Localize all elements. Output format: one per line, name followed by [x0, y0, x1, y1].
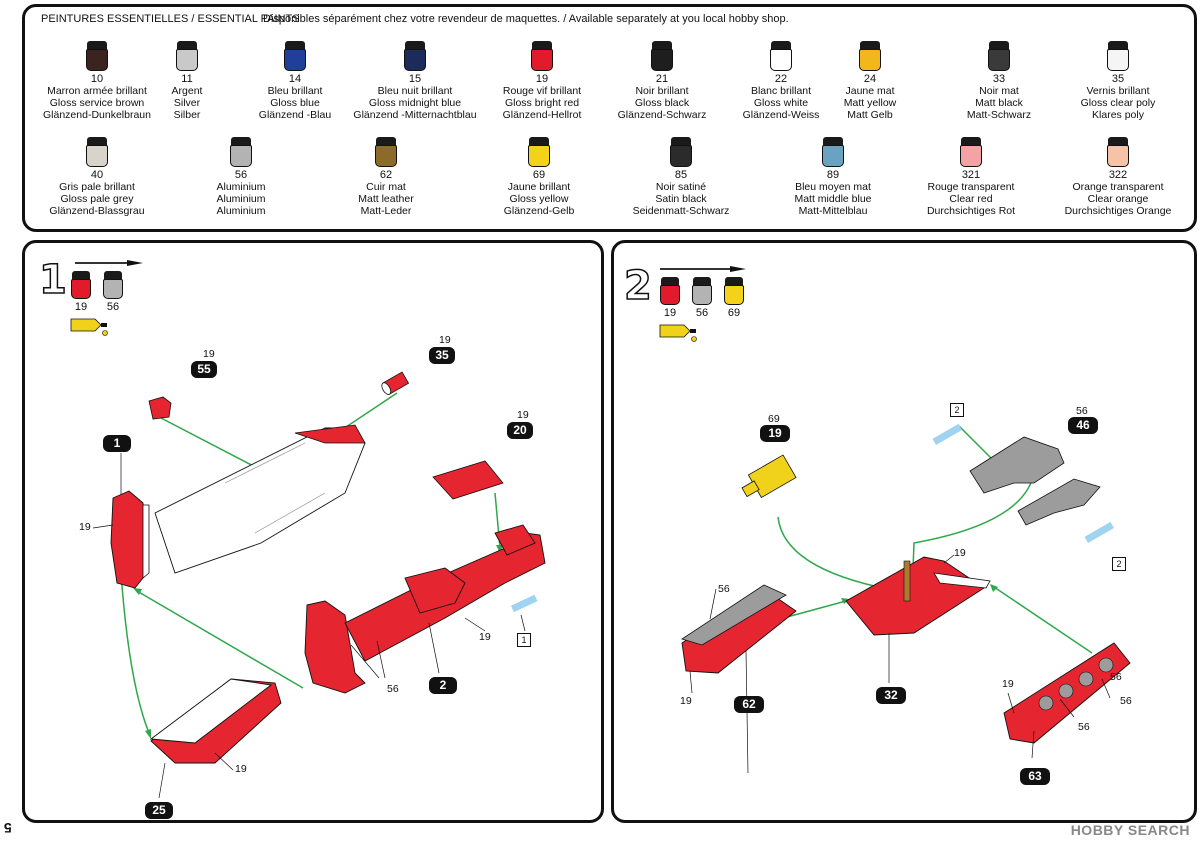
callout-paint: 19 [479, 631, 491, 643]
step2-paint-19: 19 [660, 277, 680, 319]
paint-jar-icon [859, 41, 881, 71]
paint-jar-icon [404, 41, 426, 71]
decal-ref-box: 2 [950, 403, 964, 417]
paint-jar-icon [670, 137, 692, 167]
callout-paint: 56 [718, 583, 730, 595]
step2-assembly-diagram [681, 423, 1131, 774]
paint-jar-icon [960, 137, 982, 167]
part-tag-35: 35 [429, 347, 455, 364]
paint-jar-icon [230, 137, 252, 167]
part-tag-63: 63 [1020, 768, 1050, 785]
paint-jar-icon [528, 137, 550, 167]
part-tag-2: 2 [429, 677, 457, 694]
paint-swatch [103, 279, 123, 299]
callout-paint: 19 [79, 521, 91, 533]
callout-paint: 56 [1078, 721, 1090, 733]
paint-legend: PEINTURES ESSENTIELLES / ESSENTIAL PAINT… [22, 4, 1197, 232]
paint-jar-icon [651, 41, 673, 71]
part-tag-55: 55 [191, 361, 217, 378]
paint-jar-icon [284, 41, 306, 71]
part-tag-25: 25 [145, 802, 173, 819]
paintbrush-icon [660, 266, 746, 272]
paint-swatch [71, 279, 91, 299]
part-tag-46: 46 [1068, 417, 1098, 434]
step-1-panel: 1 19 56 [22, 240, 604, 823]
watermark: HOBBY SEARCH [1070, 822, 1190, 838]
glue-tube-icon [659, 324, 697, 342]
callout-paint: 19 [1002, 678, 1014, 690]
step2-paint-69: 69 [724, 277, 744, 319]
paint-jar-icon [86, 41, 108, 71]
paint-jar-icon [176, 41, 198, 71]
step1-paint-19: 19 [71, 271, 91, 313]
paint-swatch [660, 285, 680, 305]
step1-assembly-diagram [92, 371, 546, 799]
decal-ref-box: 2 [1112, 557, 1126, 571]
paint-swatch [692, 285, 712, 305]
step1-paint-56: 56 [103, 271, 123, 313]
paint-jar-icon [86, 137, 108, 167]
part-tag-32: 32 [876, 687, 906, 704]
paint-jar-icon [822, 137, 844, 167]
step-number: 2 [623, 262, 652, 310]
paint-jar-icon [988, 41, 1010, 71]
step-2-panel: 2 19 56 69 [611, 240, 1197, 823]
part-tag-19: 19 [760, 425, 790, 442]
part-tag-62: 62 [734, 696, 764, 713]
step2-paint-56: 56 [692, 277, 712, 319]
decal-ref-box: 1 [517, 633, 531, 647]
paint-jar-icon [375, 137, 397, 167]
legend-availability: Disponibles séparément chez votre revend… [263, 13, 789, 25]
paintbrush-icon [75, 260, 143, 266]
callout-paint: 19 [235, 763, 247, 775]
part-tag-20: 20 [507, 422, 533, 439]
paint-jar-icon [770, 41, 792, 71]
paint-jar-icon [531, 41, 553, 71]
callout-paint: 19 [680, 695, 692, 707]
glue-tube-icon [70, 318, 108, 336]
step-number: 1 [38, 256, 67, 304]
paint-swatch [724, 285, 744, 305]
page-number: 5 [4, 820, 12, 836]
callout-paint: 56 [1120, 695, 1132, 707]
callout-paint: 56 [387, 683, 399, 695]
paint-jar-icon [1107, 137, 1129, 167]
callout-paint: 19 [954, 547, 966, 559]
legend-title: PEINTURES ESSENTIELLES / ESSENTIAL PAINT… [41, 13, 300, 25]
callout-paint: 56 [1110, 671, 1122, 683]
paint-jar-icon [1107, 41, 1129, 71]
part-tag-1: 1 [103, 435, 131, 452]
